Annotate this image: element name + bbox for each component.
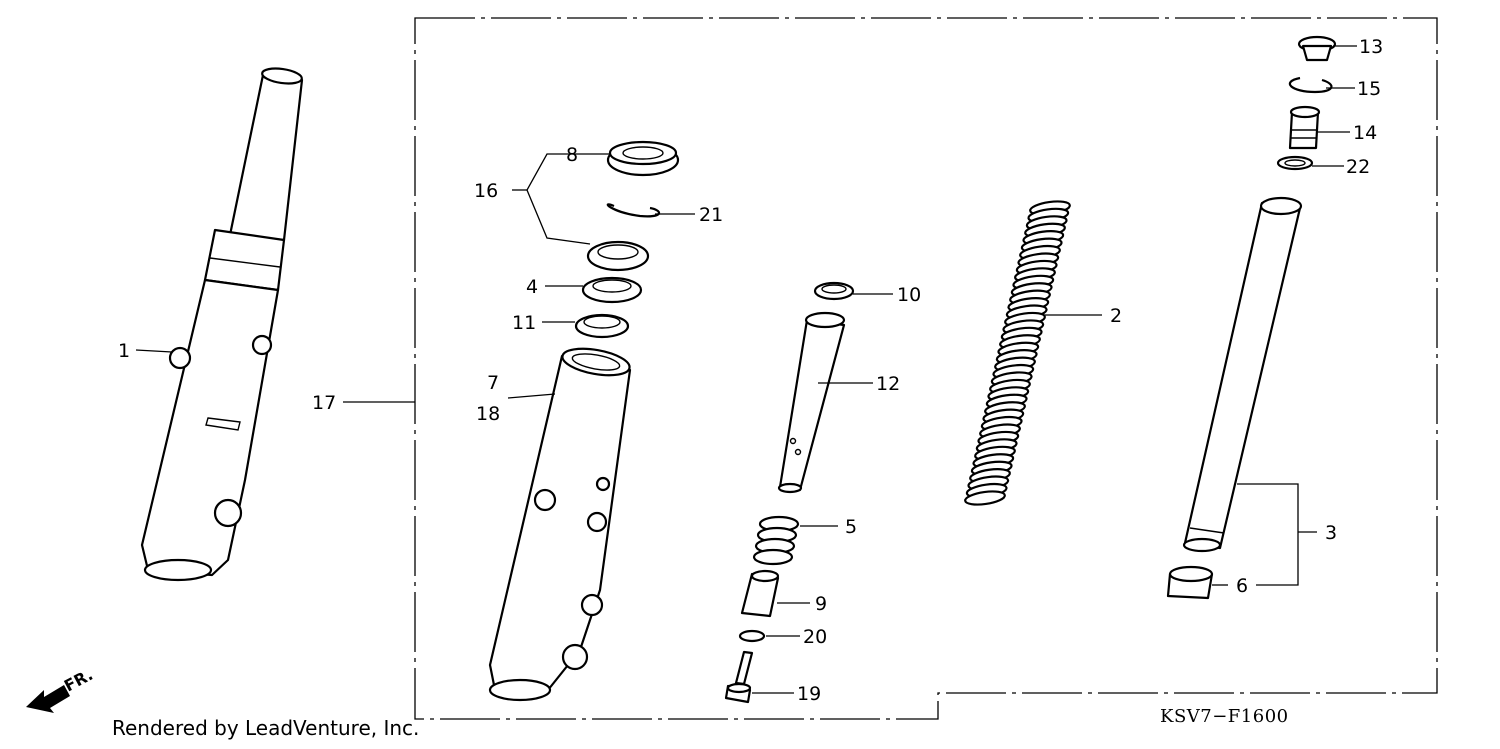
callout-11: 11 [512, 312, 536, 334]
part-outer-slider [488, 347, 632, 702]
callout-16: 16 [474, 180, 498, 202]
part-spring-collar [1288, 105, 1321, 150]
callout-1: 1 [118, 340, 130, 362]
callout-4: 4 [526, 276, 538, 298]
callout-3: 3 [1325, 522, 1337, 544]
part-washer [738, 629, 766, 643]
part-fork-assembly [140, 67, 304, 582]
front-direction-arrow-icon: FR. [26, 665, 96, 713]
callout-20: 20 [803, 626, 827, 648]
callout-7: 7 [487, 372, 499, 394]
footer-credit: Rendered by LeadVenture, Inc. [112, 716, 420, 740]
callout-22: 22 [1346, 156, 1370, 178]
part-oil-lock-piece [740, 569, 780, 618]
part-slider-bushing [574, 313, 630, 339]
part-fork-pipe [1182, 196, 1303, 553]
callout-8: 8 [566, 144, 578, 166]
callout-2: 2 [1110, 305, 1122, 327]
diagram-code: KSV7−F1600 [1160, 706, 1289, 727]
callout-13: 13 [1359, 36, 1383, 58]
callout-9: 9 [815, 593, 827, 615]
part-o-ring [1276, 155, 1314, 171]
part-rebound-spring [752, 515, 800, 566]
part-oil-seal [586, 240, 650, 272]
callout-10: 10 [897, 284, 921, 306]
part-stop-ring [606, 203, 660, 218]
part-fork-pipe-bushing [1166, 565, 1214, 600]
callout-5: 5 [845, 516, 857, 538]
part-backup-ring [581, 276, 643, 304]
part-fork-cap-bolt [1297, 35, 1337, 62]
spring-coil [964, 490, 1006, 506]
callout-19: 19 [797, 683, 821, 705]
assembly-frame [414, 17, 1438, 720]
callout-12: 12 [876, 373, 900, 395]
callout-17: 17 [312, 392, 336, 414]
callout-18: 18 [476, 403, 500, 425]
callout-6: 6 [1236, 575, 1248, 597]
part-circlip [1288, 76, 1333, 94]
part-socket-bolt [724, 650, 754, 704]
part-fork-spring [964, 200, 1071, 506]
callout-21: 21 [699, 204, 723, 226]
leader-lines [135, 45, 1357, 694]
part-fork-piston [777, 311, 846, 494]
part-piston-ring [813, 281, 855, 301]
callout-15: 15 [1357, 78, 1381, 100]
part-dust-seal [606, 140, 680, 177]
callout-14: 14 [1353, 122, 1377, 144]
